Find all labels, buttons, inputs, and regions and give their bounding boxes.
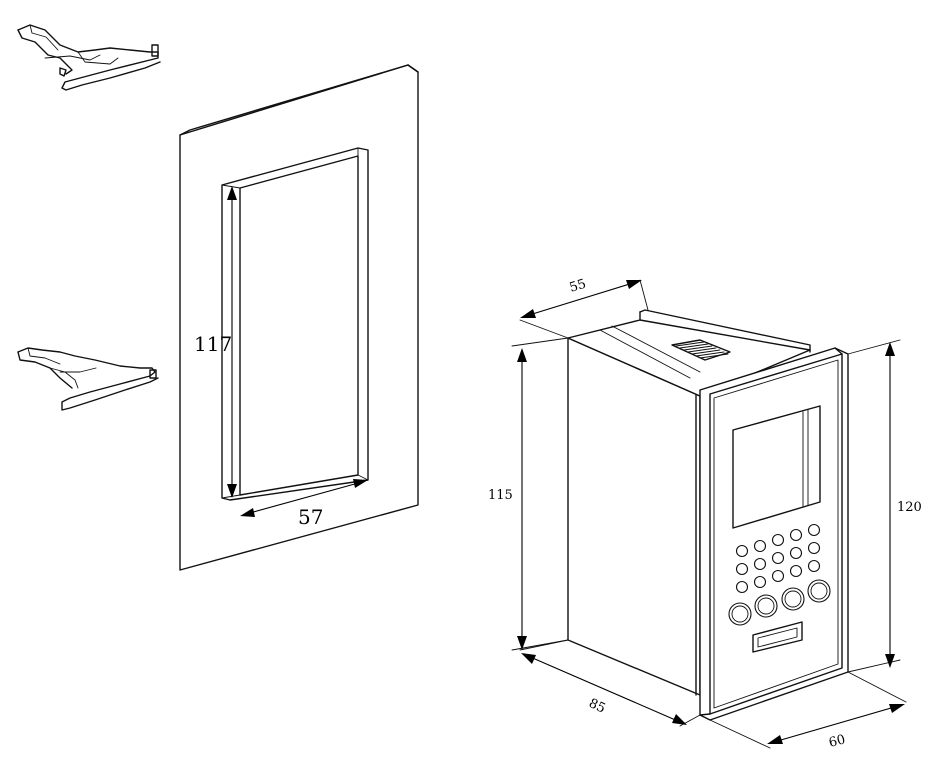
key-button xyxy=(753,539,767,553)
key-button xyxy=(735,580,749,594)
key-button xyxy=(771,569,785,583)
port-slot xyxy=(752,621,803,653)
depth-top-label: 55 xyxy=(568,277,588,296)
case-height-label: 115 xyxy=(488,488,513,503)
top-connector xyxy=(671,339,731,361)
key-button xyxy=(807,559,821,573)
front-height-label: 120 xyxy=(897,500,922,515)
function-button-ring xyxy=(731,605,749,623)
dimension-115: 115 xyxy=(488,337,569,651)
key-button xyxy=(753,575,767,589)
key-button xyxy=(789,564,803,578)
keypad xyxy=(735,523,821,594)
dimension-60: 60 xyxy=(709,671,907,751)
key-button xyxy=(735,562,749,576)
depth-bottom-label: 85 xyxy=(586,696,607,717)
dimension-55: 55 xyxy=(519,277,649,339)
key-button xyxy=(735,544,749,558)
mounting-clip-bottom xyxy=(17,347,159,411)
function-button-ring xyxy=(784,590,802,608)
function-button-ring xyxy=(757,597,775,615)
device-case xyxy=(567,309,811,696)
display-window xyxy=(732,405,821,529)
dimension-120: 120 xyxy=(847,339,922,673)
mounting-clip-top xyxy=(17,24,161,91)
key-button xyxy=(771,551,785,565)
key-button xyxy=(753,557,767,571)
cutout-height-label: 117 xyxy=(194,332,232,356)
function-button-ring xyxy=(810,582,828,600)
function-buttons xyxy=(728,579,831,626)
panel-cutout: 117 57 xyxy=(179,64,419,571)
key-button xyxy=(789,528,803,542)
key-button xyxy=(807,541,821,555)
key-button xyxy=(771,533,785,547)
key-button xyxy=(789,546,803,560)
cutout-width-label: 57 xyxy=(298,505,323,529)
key-button xyxy=(807,523,821,537)
front-width-label: 60 xyxy=(827,732,847,751)
dimension-85: 85 xyxy=(519,639,701,727)
front-bezel xyxy=(699,347,849,721)
